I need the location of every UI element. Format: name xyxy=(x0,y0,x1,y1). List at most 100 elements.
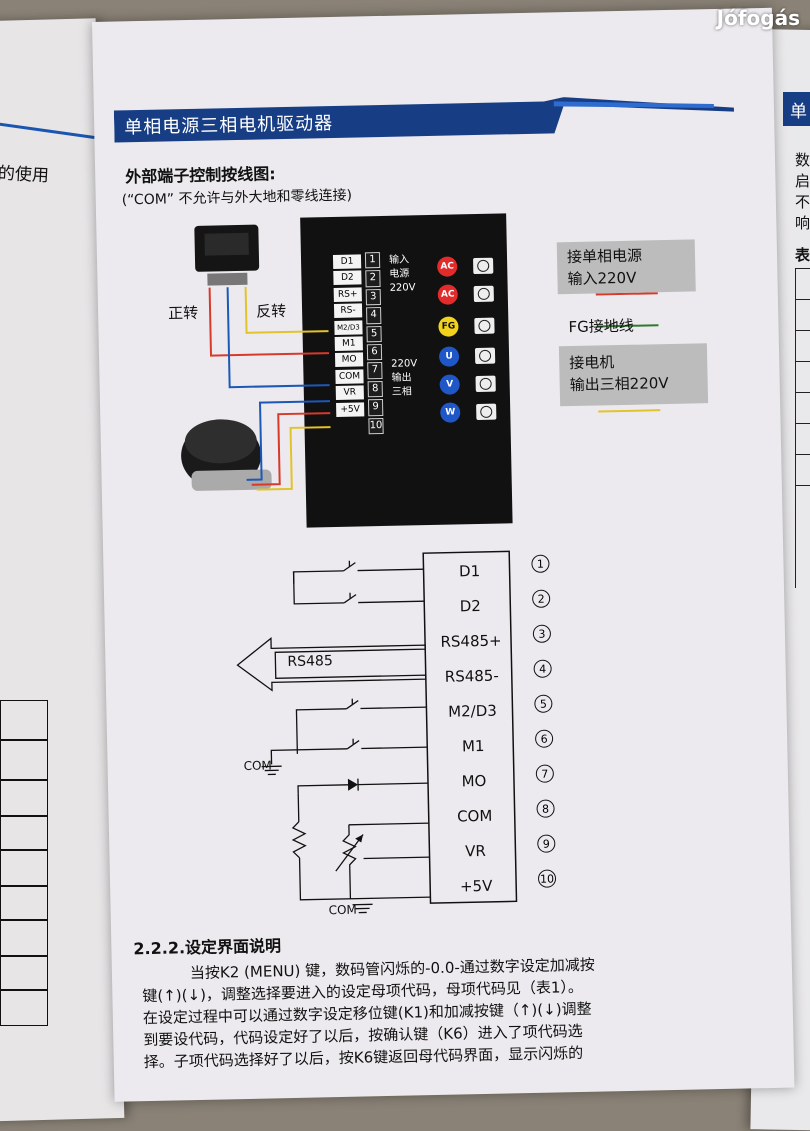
terminal-label: MO xyxy=(335,353,363,368)
terminal-label: +5V xyxy=(336,402,364,417)
com-label-2: COM xyxy=(329,903,357,918)
com-label-1: COM xyxy=(243,758,271,773)
header-bar: 单相电源三相电机驱动器 xyxy=(114,94,735,147)
wire-ac-2 xyxy=(596,293,658,294)
terminal-number: 3 xyxy=(366,289,381,306)
pot-wire-com xyxy=(349,823,429,825)
terminal-label: M2/D3 xyxy=(334,320,362,335)
schematic-pin-label: D1 xyxy=(431,553,508,590)
terminal-number: 5 xyxy=(366,326,381,343)
right-line: 数 xyxy=(795,150,810,171)
right-line: 不 xyxy=(795,192,810,213)
section-title: 外部端子控制按线图: xyxy=(125,160,276,187)
screw-head-icon xyxy=(478,320,490,332)
schematic-pin-label: MO xyxy=(436,763,513,800)
right-page-header: 单 xyxy=(783,92,810,126)
sw-m1-right xyxy=(361,747,427,748)
schematic-pin-label: M1 xyxy=(435,728,512,765)
terminal-label: VR xyxy=(336,386,364,401)
screw-terminal-icon xyxy=(475,348,495,364)
power-box-line: 输入220V xyxy=(567,266,685,290)
screw-head-icon xyxy=(478,288,490,300)
sw-m2-left xyxy=(296,709,347,754)
led-wire-left xyxy=(298,785,348,794)
output-label-line: 输出 xyxy=(391,371,417,386)
screw-terminal-icon xyxy=(474,318,494,334)
motor-output-box: 接电机 输出三相220V xyxy=(559,343,708,406)
input-label-line: 输入 xyxy=(389,253,415,268)
input-label-line: 220V xyxy=(390,281,416,296)
sw-d1-left xyxy=(294,571,344,584)
rocker-top xyxy=(204,233,248,256)
terminal-label: D2 xyxy=(333,271,361,286)
motor-box-line: 接电机 xyxy=(569,349,697,374)
input-label: 输入 电源 220V xyxy=(389,253,416,296)
output-label: 220V 输出 三相 xyxy=(391,357,418,400)
screw-head-icon xyxy=(480,406,492,418)
main-page: 单相电源三相电机驱动器 外部端子控制按线图: (“COM” 不允许与外大地和零线… xyxy=(92,8,794,1102)
output-label-line: 220V xyxy=(391,357,417,372)
schematic-pin-label: D2 xyxy=(432,588,509,625)
terminal-number: 9 xyxy=(368,399,383,416)
reverse-label: 反转 xyxy=(256,300,286,322)
sw-d1-right xyxy=(358,569,424,570)
switch-legs xyxy=(207,273,247,286)
schematic-pin-number: 8 xyxy=(536,799,554,817)
fg-ground-text: FG接地线 xyxy=(568,315,634,337)
section-note: (“COM” 不允许与外大地和零线连接) xyxy=(122,185,353,210)
terminal-number: 6 xyxy=(367,344,382,361)
led-diode xyxy=(348,779,358,791)
left-page-table xyxy=(0,700,48,1060)
header-title: 单相电源三相电机驱动器 xyxy=(124,109,333,139)
res-wire-top xyxy=(298,794,299,822)
schematic-drawing xyxy=(233,548,571,925)
resistor xyxy=(293,822,306,858)
schematic-pin-number: 2 xyxy=(532,590,550,608)
body-text: 当按K2 (MENU) 键，数码管闪烁的-0.0-通过数字设定加减按 键(↑)(… xyxy=(142,954,597,1073)
schematic-pin-label: +5V xyxy=(438,868,515,905)
terminal-label: RS- xyxy=(334,304,362,319)
screw-terminal-icon xyxy=(474,286,494,302)
led-wire-right xyxy=(358,783,428,784)
right-line: 响 xyxy=(795,213,810,234)
pot-wire-vr xyxy=(364,857,430,858)
terminal-number: 10 xyxy=(368,418,383,435)
right-page-header-text: 单 xyxy=(790,97,807,122)
schematic-pin-label: RS485+ xyxy=(433,623,510,660)
left-page-text: 的使用 xyxy=(0,159,50,187)
schematic-pin-number: 7 xyxy=(536,764,554,782)
pot-arrow-head xyxy=(355,835,363,843)
sw-d2-right xyxy=(358,601,424,602)
terminal-number: 7 xyxy=(367,362,382,379)
screw-head-icon xyxy=(479,350,491,362)
schematic-pin-label: RS485- xyxy=(433,658,510,695)
screw-head-icon xyxy=(477,260,489,272)
schematic-pin-label: COM xyxy=(436,798,513,835)
output-label-line: 三相 xyxy=(392,385,418,400)
schematic-pin-label: VR xyxy=(437,833,514,870)
screw-terminal-icon xyxy=(473,258,493,274)
sw-m1-left xyxy=(271,749,347,765)
sw-m2-right xyxy=(360,707,426,708)
screw-terminal-icon xyxy=(476,404,496,420)
terminal-label: D1 xyxy=(333,254,361,269)
terminal-number: 2 xyxy=(365,270,380,287)
body-heading: 2.2.2.设定界面说明 xyxy=(133,932,281,959)
res-wire-bottom xyxy=(300,855,431,900)
terminal-label: RS+ xyxy=(334,287,362,302)
schematic-pin-label: M2/D3 xyxy=(434,693,511,730)
schematic-pin-number: 4 xyxy=(533,660,551,678)
power-box-line: 接单相电源 xyxy=(567,244,685,268)
motor-box-line: 输出三相220V xyxy=(569,371,697,396)
forward-label: 正转 xyxy=(168,302,198,324)
right-page-lines: 数 启 不 响 xyxy=(795,150,810,234)
right-page-table xyxy=(795,268,810,588)
terminal-number: 4 xyxy=(366,307,381,324)
right-line: 启 xyxy=(795,171,810,192)
schematic-pin-number: 10 xyxy=(538,869,556,887)
terminal-number: 8 xyxy=(368,381,383,398)
screw-head-icon xyxy=(480,378,492,390)
rs485-label: RS485 xyxy=(287,653,333,670)
